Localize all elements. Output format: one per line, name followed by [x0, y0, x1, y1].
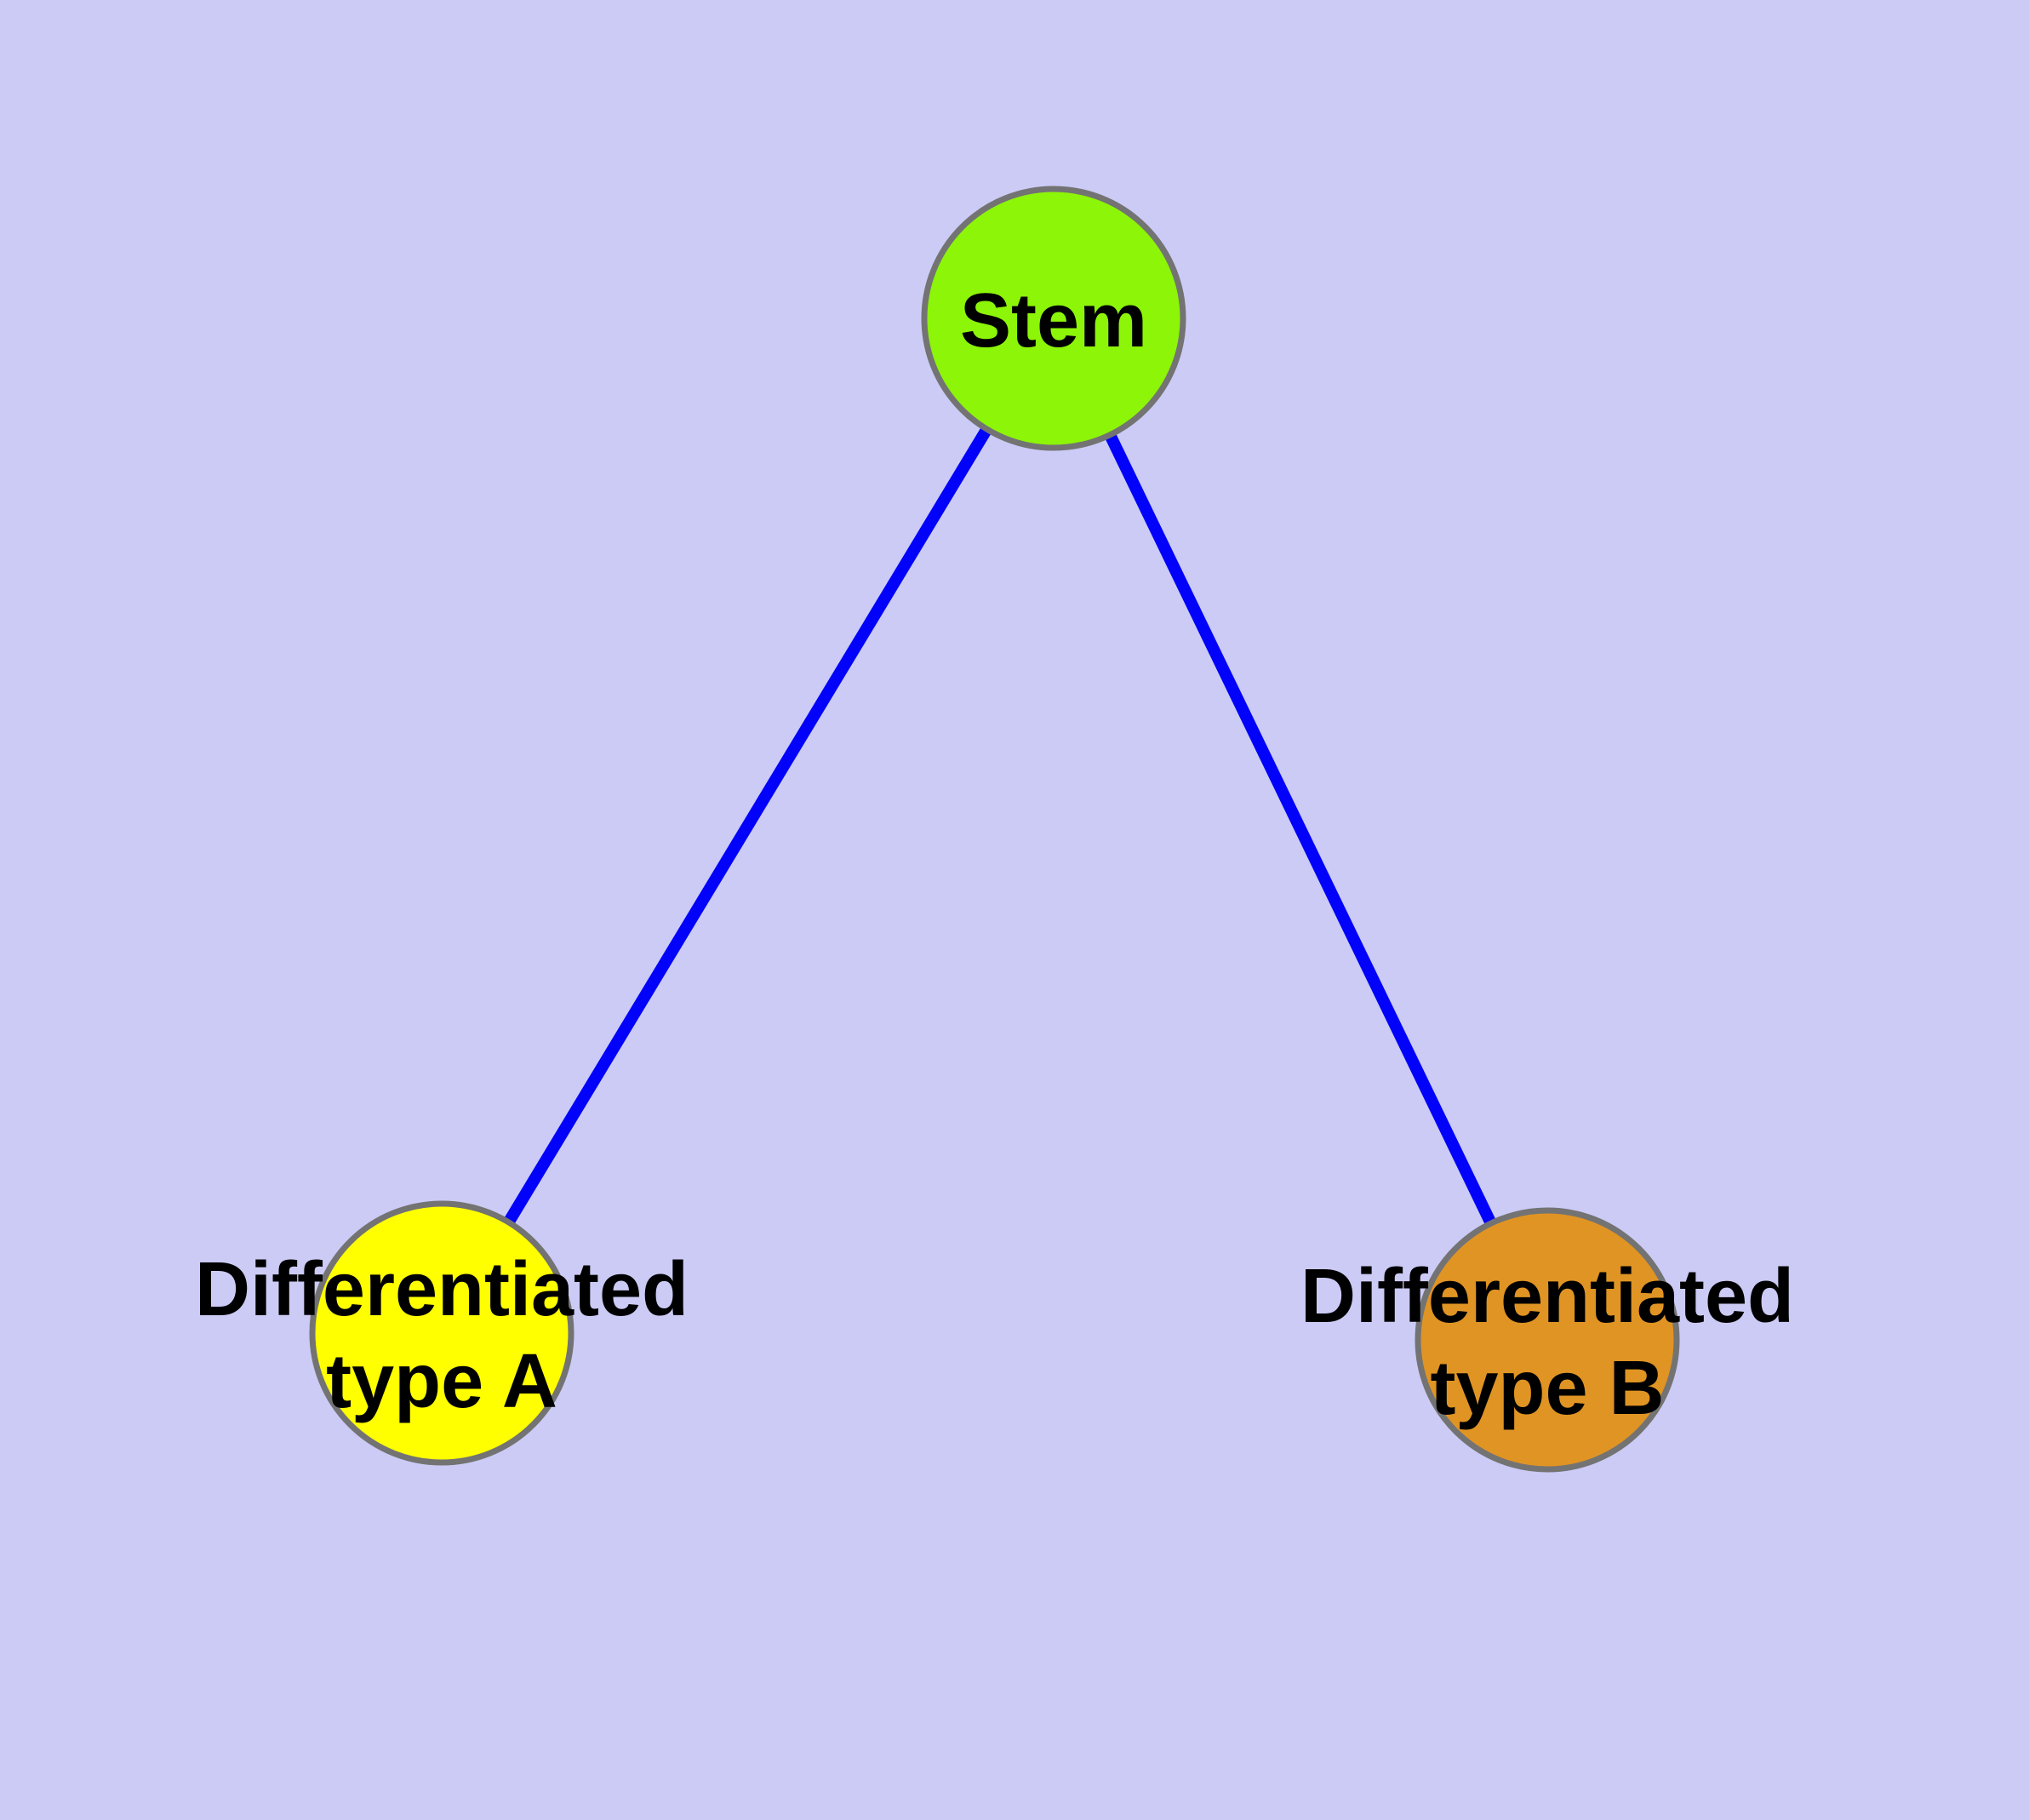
edge-stem-to-diff-a	[437, 315, 1059, 1336]
edges-layer	[437, 315, 1553, 1343]
node-diff-b-label-line-1: Differentiated	[1300, 1254, 1794, 1339]
node-diff-b-label-line-2: type B	[1430, 1346, 1664, 1431]
node-diff-a-label-line-1: Differentiated	[195, 1247, 689, 1332]
node-stem-circle	[921, 186, 1186, 451]
node-diff-a-label-line-2: type A	[326, 1339, 557, 1424]
node-stem-label: Stem	[960, 278, 1147, 363]
edge-stem-to-diff-b	[1048, 315, 1553, 1343]
node-stem: Stem	[921, 186, 1186, 451]
node-stem-label-line-1: Stem	[960, 278, 1147, 363]
node-diff-b-circle	[1415, 1207, 1680, 1473]
node-diff-a-circle	[309, 1200, 574, 1466]
